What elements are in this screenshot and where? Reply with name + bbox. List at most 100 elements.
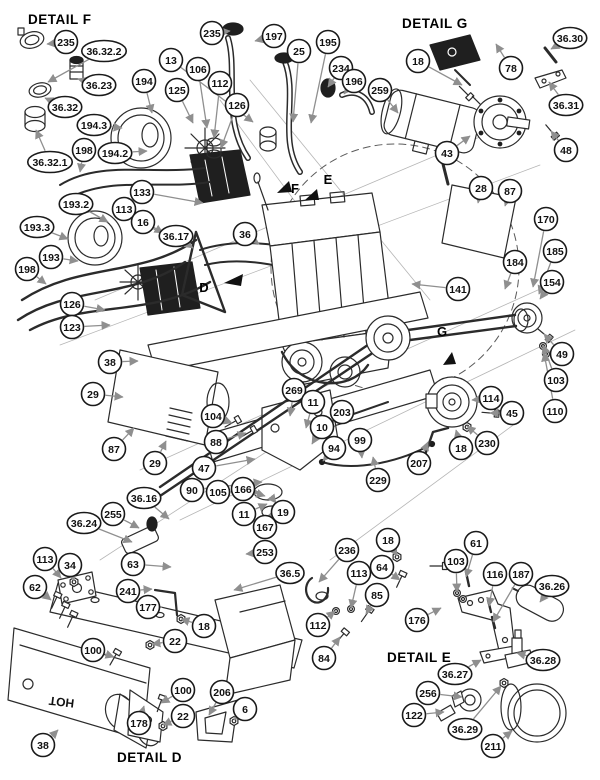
detail-f-label: DETAIL F <box>28 12 92 27</box>
callout-29: 29 <box>142 450 168 476</box>
leader-84 <box>331 636 341 649</box>
upper-muffler-art <box>107 349 230 446</box>
leader-18 <box>453 429 463 440</box>
leader-126 <box>84 304 106 313</box>
callout-36.17: 36.17 <box>158 224 194 248</box>
leader-193.3 <box>51 231 69 241</box>
callout-113: 113 <box>111 196 137 222</box>
callout-number: 36.24 <box>71 518 97 530</box>
callout-number: 13 <box>165 55 177 67</box>
leader-198 <box>36 275 47 285</box>
callout-number: 99 <box>354 435 366 447</box>
leader-47 <box>216 455 256 467</box>
callout-170: 170 <box>533 206 559 232</box>
leader-78 <box>495 43 505 58</box>
callout-36.23: 36.23 <box>81 73 117 97</box>
callout-number: 36.32.2 <box>86 46 121 58</box>
callout-number: 133 <box>133 187 151 199</box>
callout-176: 176 <box>404 607 430 633</box>
leader-123 <box>84 320 111 330</box>
callout-number: 103 <box>547 375 565 387</box>
callout-256: 256 <box>415 680 441 706</box>
callout-87: 87 <box>497 178 523 204</box>
callout-number: 112 <box>212 78 229 90</box>
callout-number: 178 <box>130 718 148 730</box>
callout-187: 187 <box>508 561 534 587</box>
callout-number: 25 <box>293 46 305 58</box>
callout-number: 36.27 <box>442 669 468 681</box>
leader-38 <box>48 729 59 740</box>
detail-f-parts <box>17 27 84 133</box>
callout-number: 36.5 <box>280 568 301 580</box>
leader-64 <box>390 571 401 581</box>
leader-236 <box>318 558 340 583</box>
callout-126: 126 <box>224 92 250 118</box>
callout-36.24: 36.24 <box>66 511 102 535</box>
callout-number: 94 <box>328 443 340 455</box>
callout-104: 104 <box>200 403 226 429</box>
leader-36.23 <box>77 76 88 86</box>
callout-number: 16 <box>137 217 149 229</box>
callout-number: 125 <box>168 85 186 97</box>
callout-106: 106 <box>185 56 211 82</box>
callout-167: 167 <box>252 514 278 540</box>
callout-number: 11 <box>307 397 318 409</box>
leader-36.24 <box>98 528 133 544</box>
callout-100: 100 <box>80 637 106 663</box>
callout-number: 256 <box>419 688 437 700</box>
leader-187 <box>492 584 516 623</box>
callout-47: 47 <box>191 455 217 481</box>
callout-112: 112 <box>207 70 233 96</box>
leader-11 <box>303 413 313 429</box>
callout-193: 193 <box>38 244 64 270</box>
leader-48 <box>550 130 560 141</box>
callout-125: 125 <box>164 77 190 103</box>
callout-18: 18 <box>448 435 474 461</box>
callout-113: 113 <box>346 560 372 586</box>
callout-number: 198 <box>75 145 93 157</box>
callout-84: 84 <box>311 645 337 671</box>
callout-230: 230 <box>474 430 500 456</box>
callout-number: 167 <box>256 522 274 534</box>
callout-number: 126 <box>228 100 246 112</box>
leader-34 <box>67 571 77 582</box>
leader-255 <box>123 519 140 529</box>
callout-114: 114 <box>478 385 504 411</box>
leader-197 <box>254 34 265 44</box>
callout-122: 122 <box>401 702 427 728</box>
leader-94 <box>322 451 332 462</box>
leader-235 <box>221 27 231 37</box>
callout-number: 78 <box>505 63 517 75</box>
callout-196: 196 <box>341 68 367 94</box>
leader-18 <box>388 546 398 557</box>
callout-18: 18 <box>375 527 401 553</box>
callout-number: 141 <box>449 284 467 296</box>
leader-87 <box>122 427 135 441</box>
callout-number: 106 <box>189 64 207 76</box>
callout-number: 87 <box>504 186 516 198</box>
detail-e-parts <box>304 551 567 743</box>
callout-number: 90 <box>186 485 198 497</box>
leader-18 <box>428 66 463 86</box>
leader-62 <box>41 591 52 601</box>
callout-number: 62 <box>29 582 41 594</box>
leader-104 <box>222 415 233 425</box>
leader-196 <box>343 84 353 95</box>
callout-194: 194 <box>131 68 157 94</box>
callout-number: 64 <box>376 562 388 574</box>
leader-176 <box>427 607 442 616</box>
callout-number: 166 <box>234 484 252 496</box>
callout-141: 141 <box>445 276 471 302</box>
leader-103 <box>452 573 462 593</box>
callout-195: 195 <box>315 29 341 55</box>
callout-number: 85 <box>371 590 383 602</box>
callout-178: 178 <box>126 710 152 736</box>
leader-10 <box>311 434 321 445</box>
leader-193.2 <box>89 210 109 223</box>
callout-99: 99 <box>347 427 373 453</box>
leader-38 <box>122 356 139 366</box>
callout-112: 112 <box>305 612 331 638</box>
callout-number: 198 <box>18 264 36 276</box>
callout-45: 45 <box>499 400 525 426</box>
callout-number: 63 <box>127 559 139 571</box>
